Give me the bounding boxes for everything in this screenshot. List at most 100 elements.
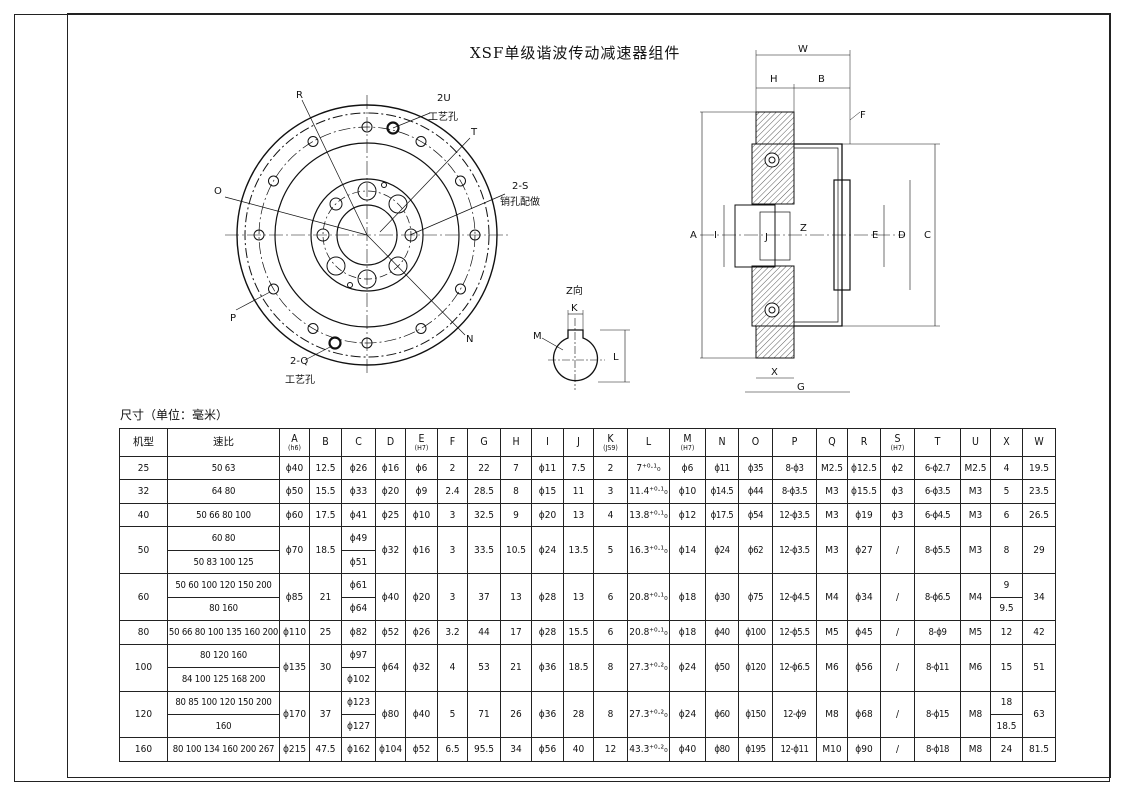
column-header: U (960, 428, 991, 457)
table-cell: 8-ϕ3.5 (772, 479, 817, 504)
table-cell: 21 (309, 573, 342, 622)
table-cell: M10 (816, 737, 848, 762)
table-cell: 34 (500, 737, 532, 762)
table-cell: ϕ195 (738, 737, 773, 762)
table-cell: 22 (467, 455, 501, 481)
table-cell: 8 (990, 526, 1023, 575)
table-cell: 5 (990, 479, 1023, 504)
table-cell: 47.5 (309, 737, 342, 762)
table-cell: 40 (563, 737, 594, 762)
table-cell: ϕ19 (847, 502, 881, 528)
table-cell: 20.8⁺⁰·¹₀ (627, 573, 670, 622)
column-header-label: H (512, 436, 520, 448)
table-cell: / (880, 620, 915, 645)
table-cell: 8-ϕ18 (914, 737, 961, 762)
table-cell: 12 (990, 620, 1023, 645)
table-cell: ϕ68 (847, 690, 881, 739)
table-cell: ϕ162 (341, 737, 376, 762)
label-Z: Z (800, 223, 807, 234)
table-cell: ϕ2 (880, 455, 915, 481)
table-cell: ϕ18 (669, 620, 706, 645)
table-cell: 160 (167, 713, 280, 739)
table-cell: 12-ϕ9 (772, 690, 817, 739)
table-cell: ϕ104 (375, 737, 406, 762)
table-cell: 5 (593, 526, 628, 575)
table-cell: / (880, 573, 915, 622)
column-header-label: X (1003, 436, 1010, 448)
column-header: 速比 (167, 428, 280, 457)
table-cell: 8 (593, 643, 628, 692)
column-header: R (847, 428, 881, 457)
column-header-label: A (291, 432, 298, 445)
column-header-sub: (H7) (414, 443, 429, 452)
table-cell: 12-ϕ3.5 (772, 502, 817, 528)
column-header: W (1022, 428, 1056, 457)
table-cell: 40 (119, 502, 168, 528)
column-header-label: Q (828, 436, 836, 448)
column-header-sub: (h6) (288, 443, 301, 452)
column-header: F (437, 428, 468, 457)
table-cell: ϕ50 (279, 479, 310, 504)
table-cell: M4 (960, 573, 991, 622)
label-B: B (818, 74, 825, 85)
table-cell: 28 (563, 690, 594, 739)
table-cell: ϕ215 (279, 737, 310, 762)
table-cell: ϕ11 (705, 455, 739, 481)
label-A: A (690, 230, 697, 241)
table-cell: ϕ123 (341, 690, 376, 715)
table-cell: 11.4⁺⁰·¹₀ (627, 479, 670, 504)
table-cell: M3 (816, 526, 848, 575)
table-cell: ϕ170 (279, 690, 310, 739)
table-cell: ϕ11 (531, 455, 564, 481)
table-cell: 3 (437, 573, 468, 622)
table-cell: 6-ϕ4.5 (914, 502, 961, 528)
column-header-sub: (H7) (680, 443, 695, 452)
label-J: J (764, 232, 768, 243)
table-cell: 8 (500, 479, 532, 504)
column-header-label: I (546, 436, 549, 448)
table-cell: ϕ62 (738, 526, 773, 575)
table-cell: 6 (990, 502, 1023, 528)
table-cell: 18.5 (563, 643, 594, 692)
dimension-unit-note: 尺寸（单位：毫米） (120, 408, 229, 422)
label-R: R (296, 90, 303, 101)
table-cell: 8 (593, 690, 628, 739)
column-header-label: D (386, 436, 395, 448)
table-cell: 18.5 (990, 713, 1023, 739)
table-cell: 21 (500, 643, 532, 692)
label-2U: 2U (437, 93, 451, 104)
table-cell: 16.3⁺⁰·¹₀ (627, 526, 670, 575)
table-cell: 17.5 (309, 502, 342, 528)
technical-drawing: R 2U 工艺孔 T 2-S 销孔配做 O P N 2-Q 工艺孔 Z向 K M… (214, 44, 940, 393)
table-cell: ϕ52 (405, 737, 438, 762)
label-K: K (571, 303, 578, 314)
column-header: D (375, 428, 406, 457)
label-2U-note: 工艺孔 (428, 111, 458, 123)
table-cell: 10.5 (500, 526, 532, 575)
table-cell: 84 100 125 168 200 (167, 667, 280, 692)
table-cell: M3 (960, 479, 991, 504)
table-cell: ϕ127 (341, 713, 376, 739)
table-cell: 13.8⁺⁰·¹₀ (627, 502, 670, 528)
table-cell: 6-ϕ3.5 (914, 479, 961, 504)
table-cell: ϕ60 (705, 690, 739, 739)
table-cell: ϕ33 (341, 479, 376, 504)
table-cell: 12-ϕ4.5 (772, 573, 817, 622)
table-cell: 2.4 (437, 479, 468, 504)
keyway-labels: Z向 K M L (533, 284, 619, 363)
table-cell: 95.5 (467, 737, 501, 762)
table-cell: 9 (990, 573, 1023, 598)
table-cell: 13 (500, 573, 532, 622)
table-cell: 4 (437, 643, 468, 692)
label-F: F (860, 110, 866, 121)
column-header-label: J (577, 436, 580, 448)
table-cell: ϕ24 (531, 526, 564, 575)
table-cell: 63 (1022, 690, 1056, 739)
table-cell: 9.5 (990, 596, 1023, 622)
table-cell: M3 (816, 502, 848, 528)
column-header: X (990, 428, 1023, 457)
sheet-outer-border (14, 14, 1110, 782)
